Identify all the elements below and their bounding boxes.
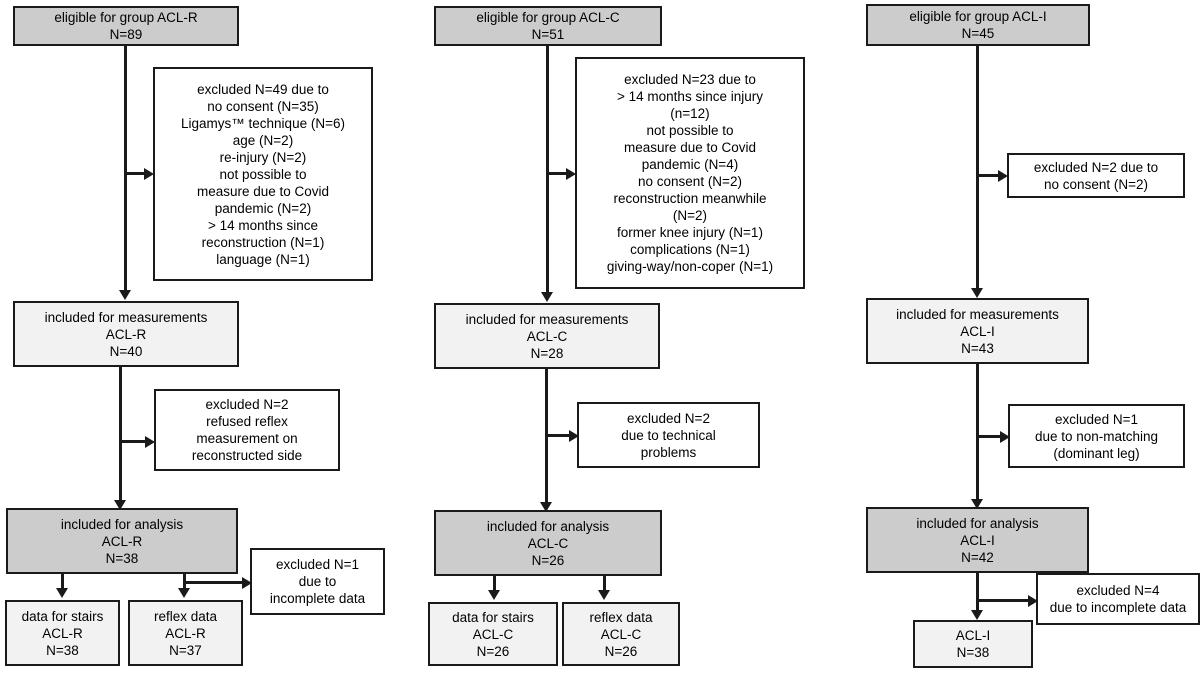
connector-exclusion-branch-acl-i: [976, 174, 1002, 177]
excluded-measurements-box-acl-r: excluded N=2 refused reflex measurement …: [154, 389, 340, 471]
arrowhead-analysis-to-stairs-acl-c: [488, 590, 500, 600]
analysis-box-acl-r: included for analysis ACL-R N=38: [6, 508, 238, 574]
arrowhead-exclusion-acl-r: [144, 168, 154, 180]
excluded-analysis-box-acl-r: excluded N=1 due to incomplete data: [250, 548, 385, 615]
arrowhead-excluded-measurements-acl-i: [1000, 431, 1010, 443]
connector-exclusion-branch-acl-c: [546, 172, 570, 175]
connector-excluded-analysis-branch-acl-r: [183, 581, 246, 584]
excluded-eligibility-box-acl-r: excluded N=49 due to no consent (N=35) L…: [153, 67, 373, 281]
connector-eligible-to-measurements-acl-i: [976, 46, 979, 294]
connector-analysis-to-stairs-acl-c: [493, 576, 496, 593]
excluded-measurements-box-acl-i: excluded N=1 due to non-matching (domina…: [1008, 404, 1185, 468]
connector-analysis-to-reflex-acl-c: [603, 576, 606, 593]
eligible-box-acl-i: eligible for group ACL-I N=45: [866, 4, 1090, 46]
arrowhead-analysis-to-reflex-acl-r: [178, 588, 190, 598]
connector-measurements-to-analysis-acl-r: [119, 367, 122, 507]
arrowhead-excluded-measurements-acl-r: [145, 436, 155, 448]
measurements-box-acl-i: included for measurements ACL-I N=43: [866, 298, 1089, 364]
connector-analysis-to-output-acl-i: [976, 573, 979, 617]
arrowhead-exclusion-acl-c: [566, 168, 576, 180]
connector-eligible-to-measurements-acl-c: [546, 46, 549, 296]
arrowhead-eligible-to-measurements-acl-i: [971, 288, 983, 298]
connector-excluded-measurements-branch-acl-i: [976, 435, 1004, 438]
output-box-stairs-acl-r: data for stairs ACL-R N=38: [5, 600, 120, 666]
arrowhead-eligible-to-measurements-acl-c: [541, 292, 553, 302]
output-box-reflex-acl-r: reflex data ACL-R N=37: [128, 600, 243, 666]
output-box-reflex-acl-c: reflex data ACL-C N=26: [562, 602, 680, 666]
excluded-eligibility-box-acl-c: excluded N=23 due to > 14 months since i…: [575, 57, 805, 289]
excluded-analysis-box-acl-i: excluded N=4 due to incomplete data: [1036, 573, 1200, 625]
arrowhead-analysis-to-output-acl-i: [971, 610, 983, 620]
arrowhead-excluded-measurements-acl-c: [569, 430, 579, 442]
arrowhead-measurements-to-analysis-acl-r: [114, 500, 126, 510]
arrowhead-measurements-to-analysis-acl-c: [540, 502, 552, 512]
arrowhead-analysis-to-stairs-acl-r: [56, 588, 68, 598]
connector-analysis-to-stairs-acl-r: [61, 574, 64, 591]
arrowhead-eligible-to-measurements-acl-r: [119, 290, 131, 300]
measurements-box-acl-c: included for measurements ACL-C N=28: [434, 303, 660, 369]
connector-excluded-measurements-branch-acl-c: [545, 434, 573, 437]
excluded-eligibility-box-acl-i: excluded N=2 due to no consent (N=2): [1007, 153, 1185, 198]
excluded-measurements-box-acl-c: excluded N=2 due to technical problems: [577, 402, 760, 468]
connector-exclusion-branch-acl-r: [124, 172, 148, 175]
connector-eligible-to-measurements-acl-r: [124, 46, 127, 296]
arrowhead-analysis-to-reflex-acl-c: [598, 590, 610, 600]
analysis-box-acl-i: included for analysis ACL-I N=42: [866, 507, 1089, 573]
arrowhead-exclusion-acl-i: [998, 170, 1008, 182]
output-box-stairs-acl-c: data for stairs ACL-C N=26: [428, 602, 558, 666]
arrowhead-excluded-analysis-acl-i: [1028, 595, 1038, 607]
connector-excluded-analysis-branch-acl-i: [976, 599, 1032, 602]
measurements-box-acl-r: included for measurements ACL-R N=40: [13, 301, 239, 367]
arrowhead-measurements-to-analysis-acl-i: [971, 499, 983, 509]
connector-excluded-measurements-branch-acl-r: [119, 440, 149, 443]
connector-measurements-to-analysis-acl-c: [545, 369, 548, 509]
eligible-box-acl-r: eligible for group ACL-R N=89: [13, 6, 239, 46]
eligible-box-acl-c: eligible for group ACL-C N=51: [434, 6, 662, 46]
arrowhead-excluded-analysis-acl-r: [242, 577, 252, 589]
output-box-acl-i: ACL-I N=38: [913, 620, 1033, 668]
analysis-box-acl-c: included for analysis ACL-C N=26: [434, 510, 662, 576]
